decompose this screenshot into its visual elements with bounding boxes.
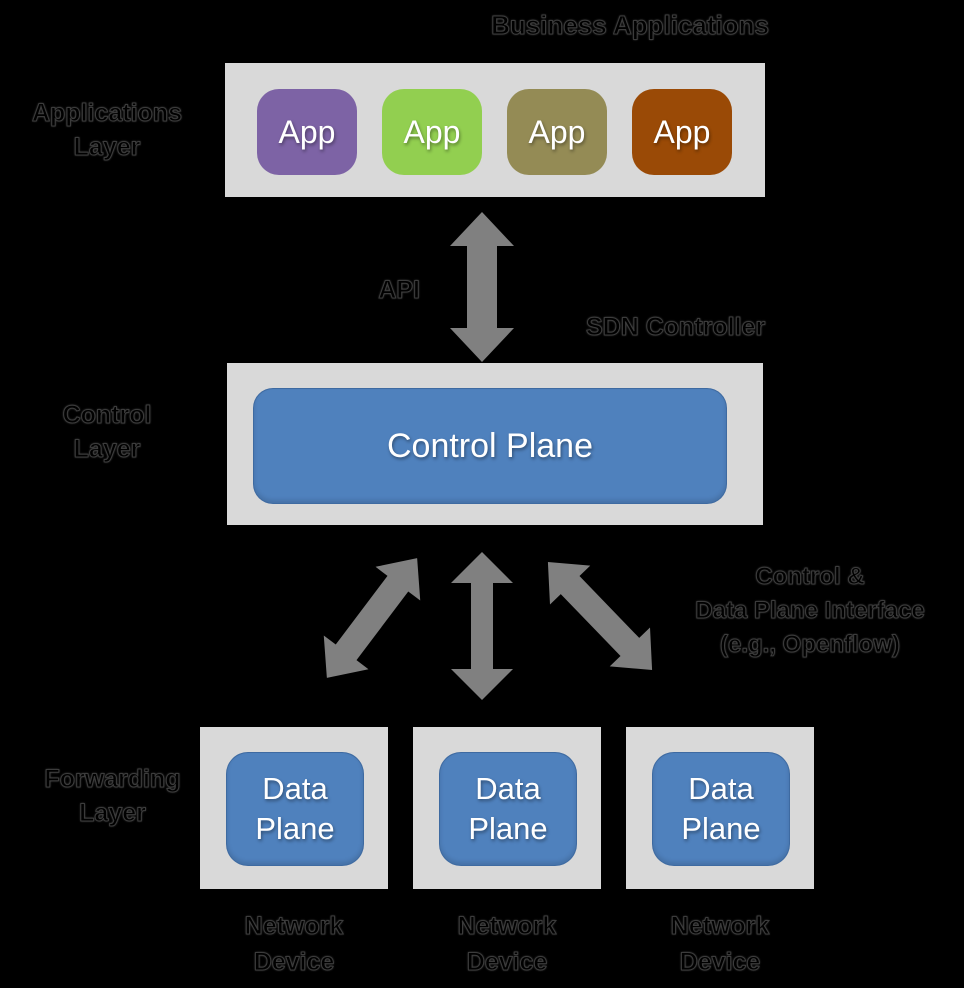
network-device-caption-2-line1: Network [457, 912, 557, 941]
network-device-panel-2: Data Plane [413, 727, 601, 889]
app-box-3: App [507, 89, 607, 175]
network-device-panel-1: Data Plane [200, 727, 388, 889]
network-device-caption-1-line1: Network [244, 912, 344, 941]
southbound-arrow-right-icon [547, 562, 653, 670]
data-plane-box-2-line2: Plane [468, 811, 548, 846]
control-layer-label: Control Layer [12, 398, 202, 466]
data-plane-box-2-line1: Data [475, 771, 541, 806]
control-layer-label-line1: Control [62, 401, 152, 430]
data-plane-box-1-line1: Data [262, 771, 328, 806]
api-double-arrow-icon [450, 212, 514, 362]
app-box-4-label: App [653, 113, 711, 150]
cdpi-label-line3: (e.g., Openflow) [720, 631, 901, 659]
data-plane-box-1-line2: Plane [255, 811, 335, 846]
forwarding-layer-label-line2: Layer [79, 799, 147, 828]
control-plane-box: Control Plane [253, 388, 727, 504]
data-plane-box-1-label: Data Plane [255, 769, 334, 849]
applications-layer-label-line2: Layer [73, 133, 141, 162]
network-device-caption-3: Network Device [626, 908, 814, 980]
applications-layer-label-line1: Applications [31, 99, 182, 128]
business-applications-label: Business Applications [491, 10, 770, 41]
app-box-2-label: App [403, 113, 461, 150]
network-device-caption-3-line2: Device [679, 948, 761, 977]
network-device-caption-1: Network Device [200, 908, 388, 980]
sdn-controller-label: SDN Controller [586, 313, 766, 342]
cdpi-label-line1: Control & [755, 563, 865, 591]
southbound-arrow-middle-icon [451, 552, 513, 700]
control-plane-label: Control Plane [386, 426, 593, 465]
network-device-caption-2: Network Device [413, 908, 601, 980]
data-plane-box-2-label: Data Plane [468, 769, 547, 849]
control-data-plane-interface-label: Control & Data Plane Interface (e.g., Op… [686, 560, 934, 662]
data-plane-box-1: Data Plane [226, 752, 364, 866]
data-plane-box-3-line1: Data [688, 771, 754, 806]
app-box-1: App [257, 89, 357, 175]
app-box-3-label: App [528, 113, 586, 150]
forwarding-layer-label: Forwarding Layer [15, 762, 210, 830]
network-device-caption-3-line1: Network [670, 912, 770, 941]
southbound-arrow-left-icon [323, 558, 421, 678]
api-label: API [378, 276, 421, 305]
cdpi-label-line2: Data Plane Interface [695, 597, 925, 625]
applications-layer-panel: App App App App [225, 63, 765, 197]
control-layer-label-line2: Layer [73, 435, 141, 464]
applications-layer-label: Applications Layer [12, 96, 202, 164]
data-plane-box-2: Data Plane [439, 752, 577, 866]
network-device-caption-1-line2: Device [253, 948, 335, 977]
forwarding-layer-label-line1: Forwarding [44, 765, 181, 794]
data-plane-box-3-line2: Plane [681, 811, 761, 846]
app-box-1-label: App [278, 113, 336, 150]
data-plane-box-3-label: Data Plane [681, 769, 760, 849]
app-box-4: App [632, 89, 732, 175]
network-device-panel-3: Data Plane [626, 727, 814, 889]
data-plane-box-3: Data Plane [652, 752, 790, 866]
control-layer-panel: Control Plane [227, 363, 763, 525]
network-device-caption-2-line2: Device [466, 948, 548, 977]
app-box-2: App [382, 89, 482, 175]
